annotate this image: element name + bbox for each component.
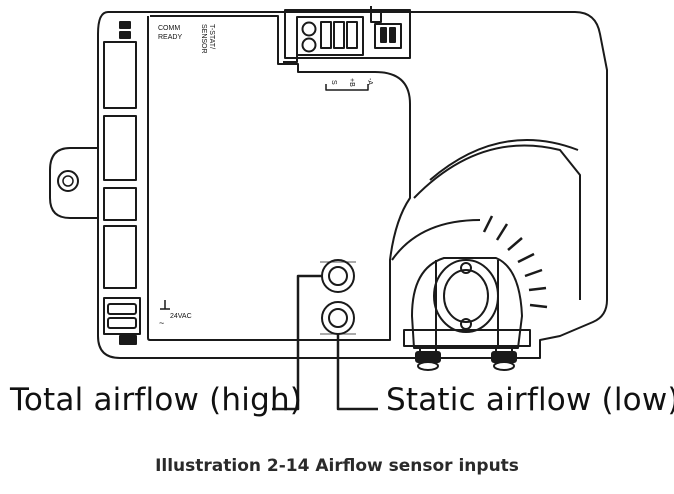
tilde-mark: ~ [159,318,164,328]
figure-caption: Illustration 2-14 Airflow sensor inputs [155,456,519,476]
terminal-s-label: S [330,80,337,85]
terminal-a-label: -A [366,78,373,85]
total-airflow-port [321,259,355,293]
mounting-tab [49,147,98,219]
static-airflow-port [321,301,355,335]
position-scale [482,215,548,309]
cover-panel [147,15,411,341]
terminal-b-label: +B [348,78,355,87]
ready-led [119,31,131,39]
tstat-label-line2: SENSOR [200,24,207,54]
static-airflow-leader [336,334,378,411]
controller-housing [97,11,608,359]
module-slot [103,187,137,221]
actuator-dome [413,144,581,300]
power-label: 24VAC [170,313,192,320]
mounting-hole [57,170,79,192]
comm-label: COMM [158,25,180,32]
static-airflow-callout: Static airflow (low) [386,382,674,418]
module-slot [103,41,137,109]
comm-led [119,21,131,29]
ready-label: READY [158,34,182,41]
module-slot [103,225,137,289]
module-slot [103,115,137,181]
total-airflow-leader [272,274,322,411]
total-airflow-callout: Total airflow (high) [10,382,303,418]
sensor-connector [284,9,411,59]
dip-switch [374,23,402,49]
power-terminal [103,297,141,335]
tstat-label-line1: T-STAT/ [208,24,215,49]
shaft-clamp [403,257,531,371]
